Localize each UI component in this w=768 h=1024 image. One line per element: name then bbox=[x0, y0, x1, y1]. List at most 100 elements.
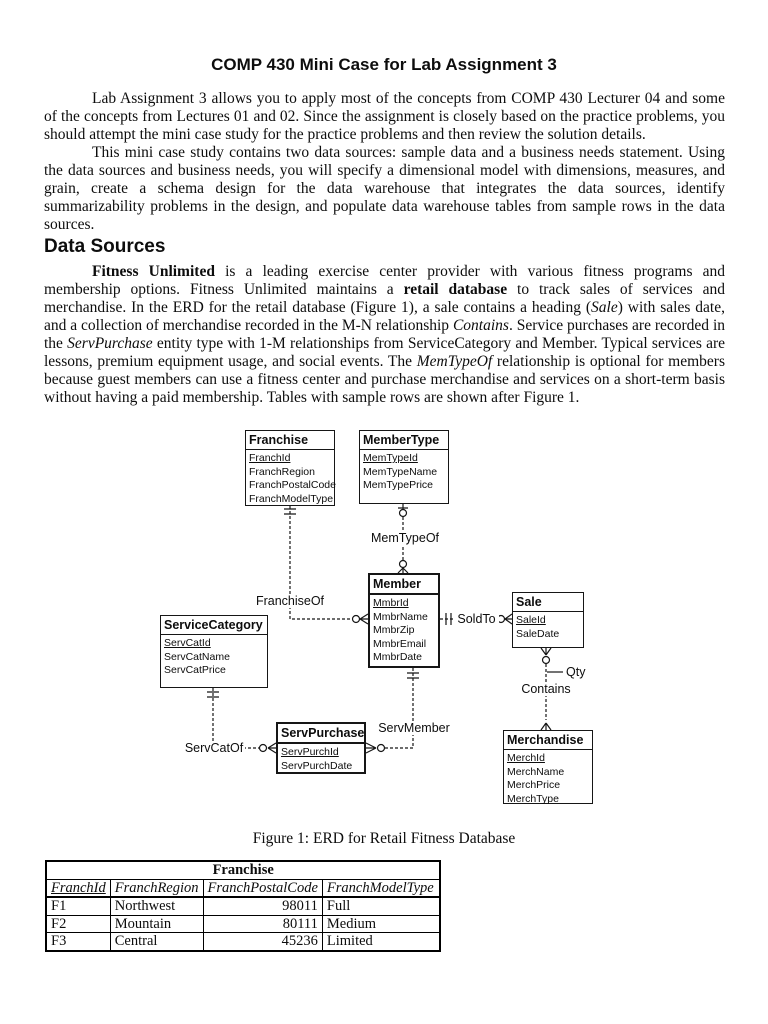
table-cell: Medium bbox=[321, 914, 441, 933]
entity-field-franchmodeltype: FranchModelType bbox=[249, 492, 334, 505]
one-one-tick-icon bbox=[407, 672, 419, 679]
paragraph-intro-1: Lab Assignment 3 allows you to apply mos… bbox=[44, 90, 725, 144]
table-cell: F1 bbox=[45, 896, 111, 916]
optional-circle-icon bbox=[541, 655, 551, 665]
text-run: Contains bbox=[452, 317, 509, 334]
data-sources-paragraph-block: Fitness Unlimited is a leading exercise … bbox=[44, 263, 725, 407]
entity-field-merchname: MerchName bbox=[507, 765, 565, 778]
one-one-tick-icon bbox=[445, 613, 452, 625]
table-cell: Northwest bbox=[109, 896, 204, 916]
attribute-label-qty: Qty bbox=[566, 665, 596, 679]
table-cell: 45236 bbox=[202, 932, 323, 951]
optional-circle-icon bbox=[376, 743, 386, 753]
entity-field-franchregion: FranchRegion bbox=[249, 465, 315, 478]
table-cell: Mountain bbox=[109, 914, 204, 933]
section-heading-data-sources: Data Sources bbox=[44, 236, 166, 257]
entity-field-merchid: MerchId bbox=[507, 752, 545, 764]
optional-circle-icon bbox=[258, 743, 268, 753]
paragraph-data-sources: Fitness Unlimited is a leading exercise … bbox=[44, 263, 725, 407]
entity-field-merchprice: MerchPrice bbox=[507, 779, 561, 791]
entity-field-franchpostalcode: FranchPostalCode bbox=[249, 479, 336, 491]
text-run: Sale bbox=[591, 299, 618, 316]
column-header-franchpostalcode: FranchPostalCode bbox=[202, 878, 323, 898]
page-title: COMP 430 Mini Case for Lab Assignment 3 bbox=[211, 55, 557, 74]
text-run: Fitness Unlimited bbox=[92, 263, 215, 280]
franchiseof-connector bbox=[284, 506, 369, 625]
optional-circle-icon bbox=[351, 614, 361, 624]
text-run: ServPurchase bbox=[67, 335, 153, 352]
entity-title: ServiceCategory bbox=[161, 616, 267, 635]
crowfoot-icon bbox=[359, 613, 369, 625]
crowfoot-icon bbox=[504, 613, 513, 625]
erd-connectors bbox=[207, 504, 563, 754]
optional-circle-icon bbox=[398, 559, 408, 569]
table-cell: Full bbox=[321, 896, 441, 916]
entity-field-servcatname: ServCatName bbox=[164, 650, 230, 663]
text-run: . Service purchases are recorded in the bbox=[44, 317, 726, 352]
entity-title: MemberType bbox=[360, 431, 448, 450]
table-cell: F2 bbox=[45, 914, 111, 933]
relationship-label-servcatof: ServCatOf bbox=[183, 741, 245, 755]
column-header-franchid: FranchId bbox=[45, 878, 111, 898]
text-run: relationship is optional for members bec… bbox=[44, 353, 725, 406]
text-run: Lab Assignment 3 allows you to apply mos… bbox=[44, 90, 725, 143]
relationship-label-memtypeof: MemTypeOf bbox=[366, 531, 444, 545]
crowfoot-icon bbox=[397, 567, 409, 574]
table-caption-row: Franchise bbox=[45, 860, 441, 880]
table-row: F3 Central 45236 Limited bbox=[45, 932, 441, 951]
relationship-label-contains: Contains bbox=[518, 682, 574, 696]
table-title: Franchise bbox=[45, 860, 441, 880]
text-run: entity type with 1-M relationships from … bbox=[44, 335, 725, 370]
table-row: F1 Northwest 98011 Full bbox=[45, 896, 441, 916]
entity-field-servcatprice: ServCatPrice bbox=[164, 664, 226, 676]
paragraph-intro-2: This mini case study contains two data s… bbox=[44, 144, 725, 234]
memtypeof-connector bbox=[397, 504, 409, 574]
entity-field-servcatid: ServCatId bbox=[164, 637, 211, 649]
text-run: to track sales of services and merchandi… bbox=[44, 281, 725, 316]
entity-field-memtypeid: MemTypeId bbox=[363, 452, 418, 464]
entity-field-servpurchid: ServPurchId bbox=[281, 746, 339, 758]
entity-field-memtypeprice: MemTypePrice bbox=[363, 479, 434, 491]
table-row: F2 Mountain 80111 Medium bbox=[45, 914, 441, 933]
entity-field-saleid: SaleId bbox=[516, 614, 546, 626]
column-header-label: FranchId bbox=[51, 879, 106, 896]
table-cell: Limited bbox=[321, 932, 441, 951]
table-cell: F3 bbox=[45, 932, 111, 951]
crowfoot-icon bbox=[267, 742, 277, 754]
text-run: retail database bbox=[403, 281, 508, 298]
entity-field-mmbrid: MmbrId bbox=[373, 597, 409, 609]
table-cell: 98011 bbox=[202, 896, 323, 916]
entity-title: ServPurchase bbox=[278, 724, 364, 744]
column-header-franchmodeltype: FranchModelType bbox=[321, 878, 441, 898]
entity-field-merchtype: MerchType bbox=[507, 792, 559, 805]
entity-field-memtypename: MemTypeName bbox=[363, 465, 438, 478]
text-run: This mini case study contains two data s… bbox=[44, 144, 725, 233]
one-one-tick-icon bbox=[284, 508, 296, 515]
crowfoot-icon bbox=[540, 722, 552, 731]
text-run: ) with sales date, and a collection of m… bbox=[44, 299, 725, 334]
text-run: is a leading exercise center provider wi… bbox=[44, 263, 725, 298]
servmember-connector bbox=[365, 668, 419, 754]
text-run: MemTypeOf bbox=[416, 353, 493, 370]
entity-field-mmbrdate: MmbrDate bbox=[373, 651, 423, 663]
entity-field-mmbremail: MmbrEmail bbox=[373, 637, 427, 650]
entity-field-saledate: SaleDate bbox=[516, 627, 560, 640]
column-header-franchregion: FranchRegion bbox=[109, 878, 204, 898]
entity-field-mmbrname: MmbrName bbox=[373, 610, 428, 623]
entity-title: Sale bbox=[513, 593, 583, 612]
figure-caption: Figure 1: ERD for Retail Fitness Databas… bbox=[252, 830, 516, 847]
